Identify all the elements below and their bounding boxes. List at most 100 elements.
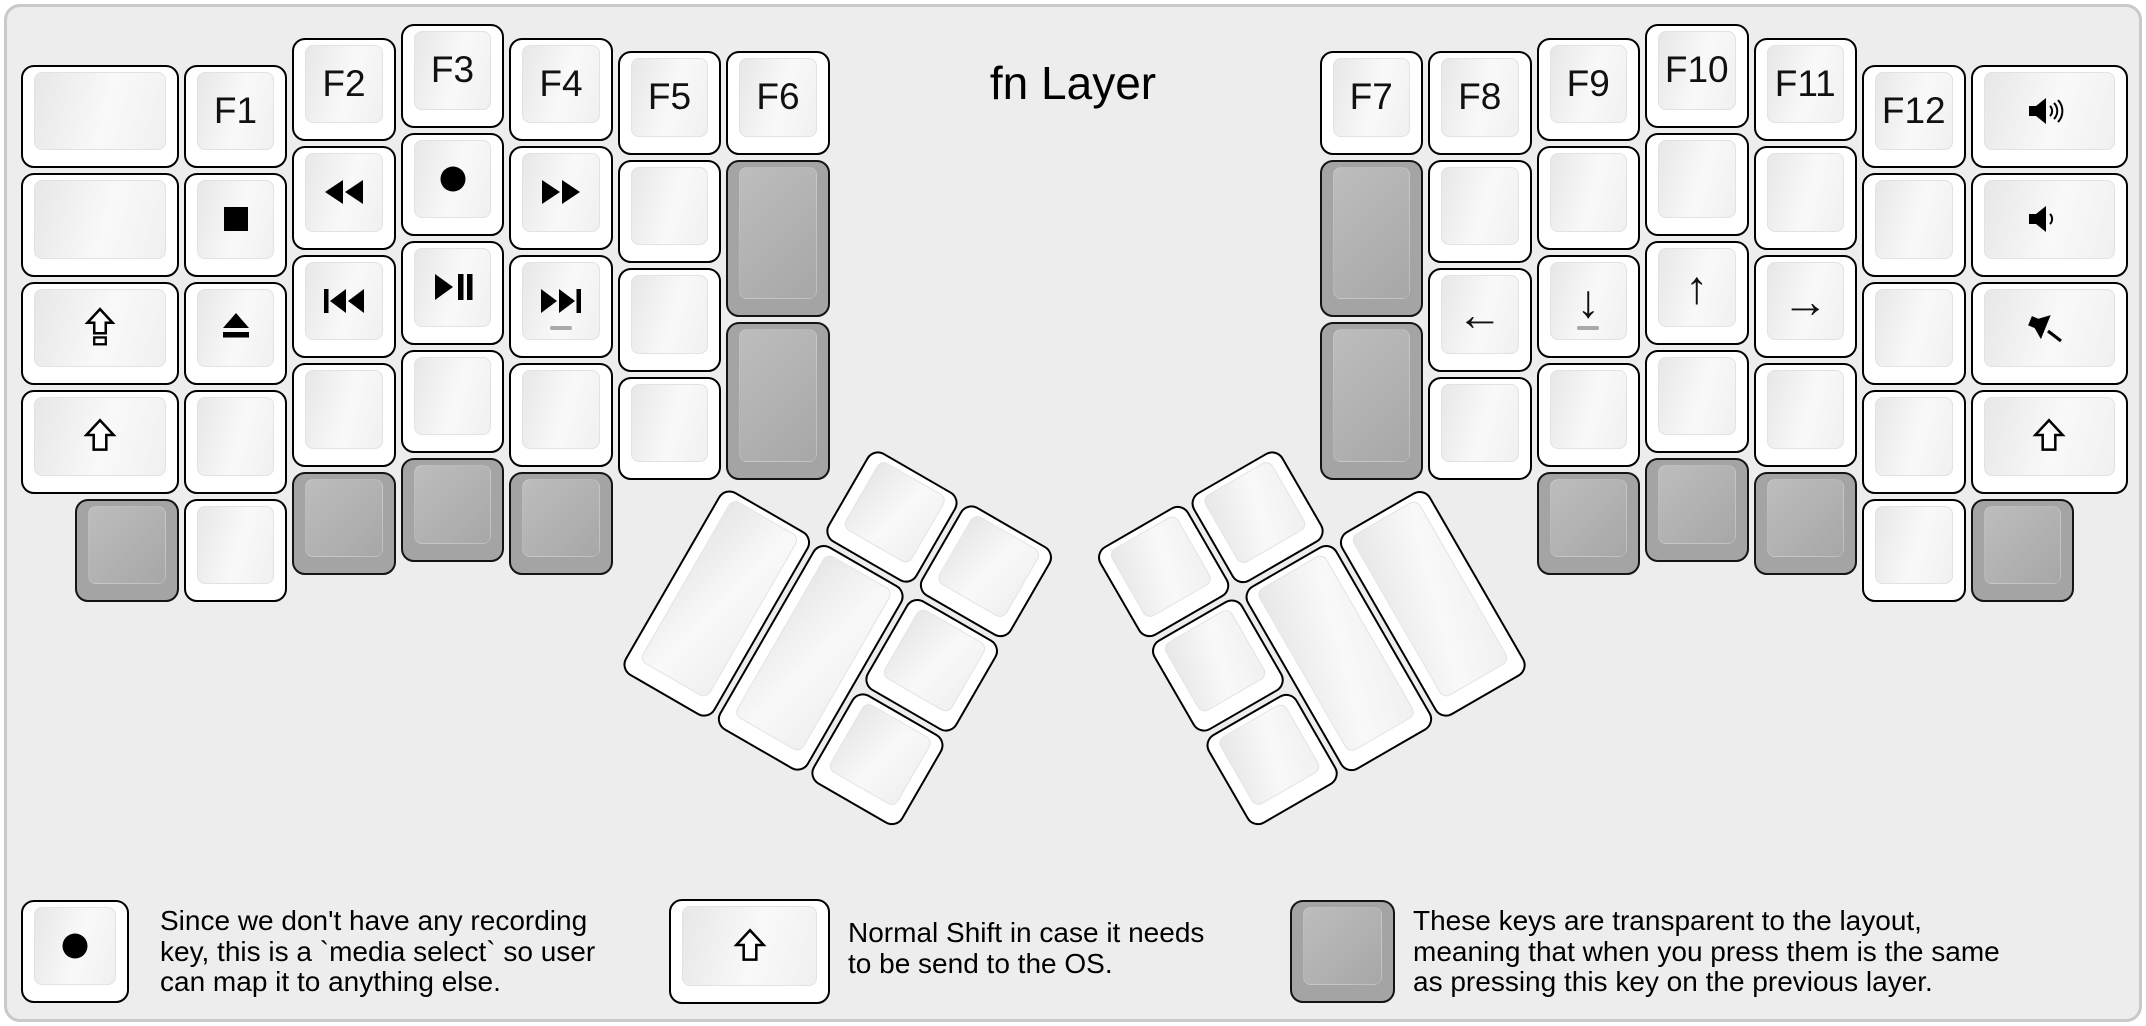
- key-arrow-right[interactable]: →: [1753, 254, 1857, 359]
- key-transparent[interactable]: [1645, 458, 1749, 562]
- keytop: [413, 139, 492, 218]
- key-blank[interactable]: [617, 159, 722, 264]
- key-transparent[interactable]: [75, 498, 179, 603]
- key-transparent[interactable]: [1319, 159, 1423, 318]
- arrow-left-icon: ←: [1456, 288, 1503, 341]
- eject-icon: [216, 308, 256, 348]
- legend-line: meaning that when you press them is the …: [1413, 935, 2000, 967]
- keytop: F10: [1658, 31, 1736, 110]
- key-blank[interactable]: [1536, 363, 1640, 467]
- key-volume-mute[interactable]: [1970, 281, 2129, 386]
- key-arrow-up[interactable]: ↑: [1645, 241, 1749, 345]
- key-f1[interactable]: F1: [183, 64, 288, 169]
- key-transparent[interactable]: [400, 458, 505, 562]
- keytop: [305, 261, 383, 341]
- key-blank[interactable]: [617, 268, 722, 372]
- keytop: [196, 505, 275, 585]
- key-blank[interactable]: [1536, 146, 1640, 250]
- key-shift-left[interactable]: [21, 390, 179, 494]
- key-f4[interactable]: F4: [509, 37, 613, 142]
- key-f5[interactable]: F5: [617, 51, 722, 155]
- key-eject[interactable]: [183, 281, 288, 386]
- key-transparent[interactable]: [1753, 471, 1857, 576]
- key-transparent[interactable]: [509, 471, 613, 576]
- key-transparent[interactable]: [1319, 322, 1423, 481]
- key-transparent[interactable]: [726, 159, 830, 318]
- shift-icon: [79, 415, 121, 457]
- key-blank[interactable]: [183, 390, 288, 494]
- key-blank[interactable]: [1428, 376, 1532, 481]
- legend-line: can map it to anything else.: [160, 966, 501, 997]
- key-blank[interactable]: [1862, 281, 1966, 386]
- key-blank[interactable]: [617, 376, 722, 481]
- key-f11[interactable]: F11: [1753, 37, 1857, 142]
- keytop: [630, 275, 709, 354]
- key-f12-label: F12: [1881, 89, 1946, 131]
- key-blank[interactable]: [21, 173, 179, 277]
- key-volume-up[interactable]: [1970, 64, 2129, 169]
- keytop: [522, 153, 600, 232]
- key-f9[interactable]: F9: [1536, 37, 1640, 142]
- key-prev-track[interactable]: [292, 254, 396, 359]
- play-pause-icon: [432, 273, 474, 301]
- key-rewind[interactable]: [292, 146, 396, 250]
- keytop: [305, 478, 383, 558]
- key-blank[interactable]: [1862, 390, 1966, 494]
- key-f8[interactable]: F8: [1428, 51, 1532, 155]
- key-transparent[interactable]: [1536, 471, 1640, 576]
- key-f2[interactable]: F2: [292, 37, 396, 142]
- keytop: [522, 478, 600, 558]
- key-blank[interactable]: [183, 498, 288, 603]
- key-caps-lock[interactable]: [21, 281, 179, 386]
- key-play-pause[interactable]: [400, 241, 505, 345]
- legend-line: Since we don't have any recording: [160, 905, 588, 936]
- arrow-up-icon: ↑: [1685, 261, 1709, 314]
- key-shift-right[interactable]: [1970, 390, 2129, 494]
- key-blank[interactable]: [1645, 132, 1749, 236]
- keytop: [196, 180, 275, 259]
- key-blank[interactable]: [400, 349, 505, 453]
- key-f3[interactable]: F3: [400, 24, 505, 128]
- keytop: F11: [1766, 44, 1844, 124]
- key-arrow-left[interactable]: ←: [1428, 268, 1532, 372]
- key-f7[interactable]: F7: [1319, 51, 1423, 155]
- key-f12[interactable]: F12: [1862, 64, 1966, 169]
- keytop: F4: [522, 44, 600, 124]
- key-f6-label: F6: [756, 76, 800, 118]
- key-next-track[interactable]: [509, 254, 613, 359]
- keytop: [1658, 356, 1736, 435]
- keytop: [630, 383, 709, 463]
- key-blank[interactable]: [1753, 363, 1857, 467]
- key-blank[interactable]: [292, 363, 396, 467]
- key-f7-label: F7: [1349, 76, 1393, 118]
- key-blank[interactable]: [1862, 173, 1966, 277]
- key-media-select[interactable]: [400, 132, 505, 236]
- keytop: F7: [1332, 58, 1410, 137]
- key-blank[interactable]: [1862, 498, 1966, 603]
- key-stop[interactable]: [183, 173, 288, 277]
- key-blank[interactable]: [1645, 349, 1749, 453]
- arrow-right-icon: →: [1782, 274, 1829, 327]
- key-transparent[interactable]: [726, 322, 830, 481]
- key-f6[interactable]: F6: [726, 51, 830, 155]
- keytop: [1766, 370, 1844, 449]
- key-blank[interactable]: [509, 363, 613, 467]
- key-f10-label: F10: [1664, 49, 1729, 91]
- keytop: [305, 370, 383, 449]
- key-blank[interactable]: [1428, 159, 1532, 264]
- keytop: ↓: [1549, 261, 1627, 341]
- page-title: fn Layer: [989, 57, 1157, 109]
- legend-line: These keys are transparent to the layout…: [1413, 905, 1922, 936]
- key-transparent[interactable]: [292, 471, 396, 576]
- key-volume-down[interactable]: [1970, 173, 2129, 277]
- key-fast-forward[interactable]: [509, 146, 613, 250]
- key-f10[interactable]: F10: [1645, 24, 1749, 128]
- key-blank[interactable]: [21, 64, 179, 169]
- homing-bar: [550, 326, 572, 331]
- keytop: [34, 288, 166, 368]
- key-blank[interactable]: [1753, 146, 1857, 250]
- keytop: F12: [1875, 71, 1953, 151]
- key-arrow-down[interactable]: ↓: [1536, 254, 1640, 359]
- key-transparent[interactable]: [1970, 498, 2074, 603]
- keytop: [1875, 397, 1953, 476]
